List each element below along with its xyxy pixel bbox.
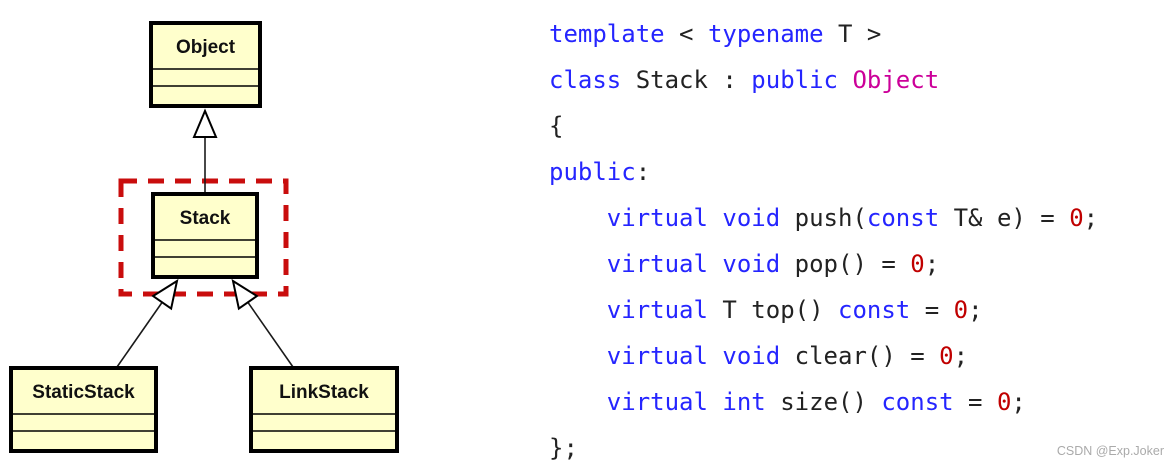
code-line: virtual void clear() = 0; (549, 333, 1098, 379)
code-token-pl: clear() = (780, 342, 940, 370)
uml-class-diagram: Object Stack StaticStack LinkStack (9, 21, 399, 453)
class-name-staticstack: StaticStack (32, 382, 135, 403)
code-token-kw: public (549, 158, 636, 186)
code-token-pl: ; (1011, 388, 1026, 416)
class-box-linkstack-rect (249, 366, 399, 453)
code-token-pl (708, 250, 722, 278)
code-token-kw: virtual (606, 342, 708, 370)
code-token-pl: = (910, 296, 954, 324)
class-box-stack: Stack (151, 192, 259, 279)
code-token-kw: int (722, 388, 766, 416)
cpp-code-panel: template < typename T >class Stack : pub… (549, 11, 1098, 471)
csdn-watermark: CSDN @Exp.Joker (1056, 444, 1164, 458)
class-name-object: Object (176, 37, 236, 58)
class-name-stack: Stack (180, 208, 231, 229)
code-token-pl: ; (953, 342, 969, 370)
code-token-pl (708, 342, 722, 370)
edge-linkstack-to-stack-generalization-arrow (231, 278, 294, 368)
code-token-pl (549, 342, 607, 370)
code-token-num: 0 (996, 388, 1012, 416)
code-token-pl: ; (1083, 204, 1099, 232)
code-token-pl (708, 204, 722, 232)
code-token-pl: size() (765, 388, 882, 416)
class-box-staticstack-rect (9, 366, 158, 453)
code-token-kw: virtual (606, 204, 708, 232)
code-token-pl (549, 250, 607, 278)
code-token-num: 0 (939, 342, 954, 370)
code-token-kw: const (881, 388, 954, 416)
code-token-kw: void (722, 342, 781, 370)
code-token-pl: T > (823, 20, 882, 48)
code-token-pl: push( (780, 204, 867, 232)
code-line: virtual int size() const = 0; (549, 379, 1098, 425)
code-line: virtual void pop() = 0; (549, 241, 1098, 287)
code-line: virtual void push(const T& e) = 0; (549, 195, 1098, 241)
code-token-pl: < (664, 20, 708, 48)
code-line: { (549, 103, 1098, 149)
code-token-type: Object (852, 66, 940, 94)
code-token-num: 0 (1069, 204, 1084, 232)
edge-staticstack-to-stack-generalization-arrow (116, 278, 179, 368)
code-line: }; (549, 425, 1098, 471)
class-box-linkstack: LinkStack (249, 366, 399, 453)
code-token-kw: template (549, 20, 665, 48)
stack-highlight-dashed-box (118, 178, 289, 297)
code-token-pl: pop() = (780, 250, 911, 278)
code-token-pl: ; (968, 296, 983, 324)
code-token-pl (838, 66, 852, 94)
code-token-kw: virtual (606, 388, 708, 416)
class-box-staticstack: StaticStack (9, 366, 158, 453)
code-token-num: 0 (953, 296, 969, 324)
code-token-kw: virtual (606, 296, 708, 324)
code-token-pl: { (549, 112, 564, 140)
class-box-stack-rect (151, 192, 259, 279)
code-token-pl: Stack : (621, 66, 752, 94)
code-token-pl: T top() (707, 296, 838, 324)
code-token-kw: void (722, 250, 781, 278)
code-line: class Stack : public Object (549, 57, 1098, 103)
code-token-pl: }; (549, 434, 578, 462)
code-token-kw: void (722, 204, 781, 232)
code-token-kw: class (549, 66, 622, 94)
code-token-kw: const (838, 296, 911, 324)
code-token-pl: T& e) = (939, 204, 1070, 232)
code-line: template < typename T > (549, 11, 1098, 57)
code-token-pl (549, 296, 607, 324)
code-line: public: (549, 149, 1098, 195)
code-line: virtual T top() const = 0; (549, 287, 1098, 333)
code-token-pl: : (635, 158, 651, 186)
class-name-linkstack: LinkStack (279, 382, 369, 403)
code-token-kw: virtual (606, 250, 708, 278)
code-token-num: 0 (910, 250, 925, 278)
class-box-object-rect (149, 21, 262, 108)
code-token-pl: ; (924, 250, 940, 278)
class-box-object: Object (149, 21, 262, 108)
code-token-pl (549, 388, 607, 416)
code-token-kw: typename (707, 20, 824, 48)
code-token-kw: const (866, 204, 940, 232)
code-token-pl (708, 388, 722, 416)
code-token-pl (549, 204, 607, 232)
code-token-pl: = (953, 388, 997, 416)
code-token-kw: public (751, 66, 838, 94)
